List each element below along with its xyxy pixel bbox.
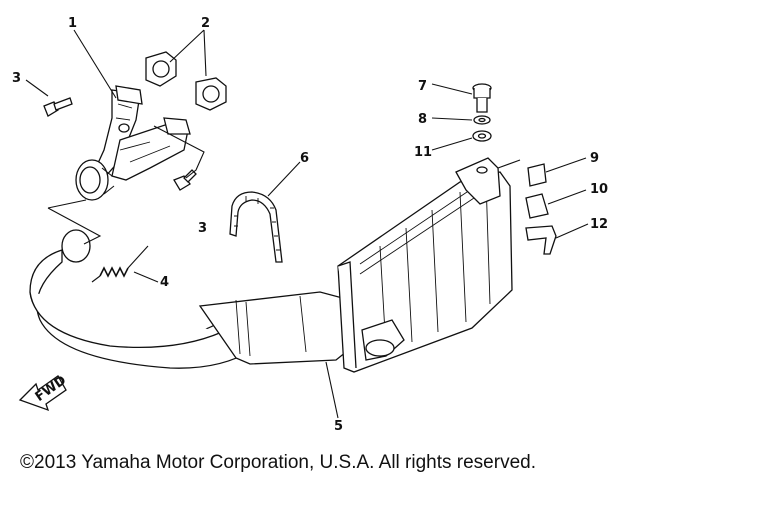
callout-6: 6: [300, 151, 309, 166]
gasket-pair: [145, 51, 227, 111]
callout-3-lower: 3: [198, 221, 207, 236]
callout-3-upper: 3: [12, 71, 21, 86]
hanger-bracket: [525, 225, 557, 255]
tension-spring: [91, 245, 149, 283]
washer-lock: [473, 115, 491, 125]
callout-9: 9: [590, 151, 599, 166]
manifold-pipe: [75, 85, 191, 201]
callout-1: 1: [68, 16, 77, 31]
callout-5: 5: [334, 419, 343, 434]
callout-10: 10: [590, 182, 608, 197]
callout-7: 7: [418, 79, 427, 94]
forward-arrow-icon: FWD: [18, 373, 69, 412]
collar: [527, 163, 547, 187]
exhaust-pipe-muffler: [29, 157, 513, 373]
manifold-bolt-upper: [43, 97, 73, 117]
leader-lines: [25, 29, 589, 419]
callout-4: 4: [160, 275, 169, 290]
washer-flat: [472, 130, 492, 142]
heat-wrap-band: [229, 191, 283, 263]
callout-12: 12: [590, 217, 608, 232]
damper: [525, 193, 549, 219]
callout-2: 2: [201, 16, 210, 31]
callout-11: 11: [414, 145, 432, 160]
callout-8: 8: [418, 112, 427, 127]
muffler-bolt: [472, 83, 492, 113]
copyright-notice: ©2013 Yamaha Motor Corporation, U.S.A. A…: [20, 452, 536, 473]
